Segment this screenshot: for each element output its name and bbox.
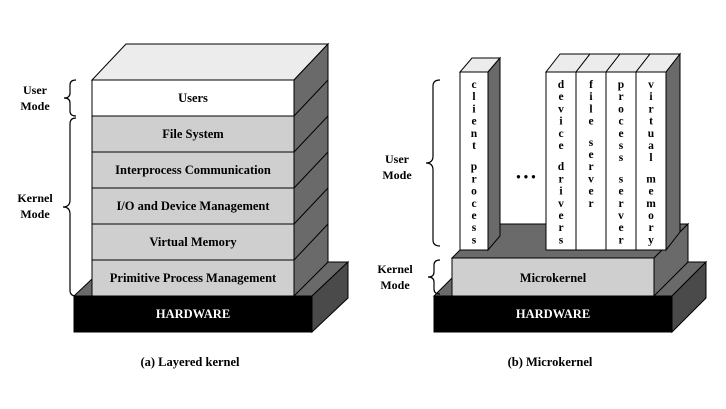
microkernel-caption: (b) Microkernel — [508, 355, 593, 369]
layer-io-device-management — [91, 187, 295, 225]
virtual-memory-side — [665, 52, 681, 252]
layer-interprocess-communication-label: Interprocess Communication — [115, 163, 271, 177]
layered-user-mode-label-2: Mode — [20, 99, 50, 113]
layer-primitive-process-management — [91, 259, 295, 297]
micro-hardware-label: HARDWARE — [516, 307, 590, 321]
layered-hardware-front — [73, 295, 313, 333]
micro-kernel-mode-label-2: Mode — [380, 278, 410, 292]
client-process-front — [459, 71, 489, 251]
client-process-side — [487, 56, 501, 252]
microkernel-label: Microkernel — [520, 271, 587, 285]
layered-kernel-mode-brace — [62, 117, 77, 297]
layered-kernel-mode-label-1: Kernel — [17, 191, 53, 205]
micro-kernel-mode-label-1: Kernel — [377, 262, 413, 276]
layered-caption: (a) Layered kernel — [140, 355, 240, 369]
layered-stack-top — [90, 43, 330, 81]
layer-users-label: Users — [178, 91, 208, 105]
layer-users — [91, 79, 295, 117]
microkernel-front — [451, 257, 655, 297]
layered-user-mode-label-1: User — [23, 83, 48, 97]
layered-side-divisions — [293, 79, 329, 261]
virtual-memory-front — [635, 71, 667, 251]
layer-io-device-management-label: I/O and Device Management — [116, 199, 270, 213]
ellipsis: • • • — [516, 170, 535, 184]
micro-kernel-mode-brace — [427, 259, 441, 295]
layer-virtual-memory-label: Virtual Memory — [149, 235, 237, 249]
file-server-front — [575, 71, 607, 251]
layer-file-system — [91, 115, 295, 153]
micro-hardware-front — [433, 295, 673, 333]
layer-primitive-process-management-label: Primitive Process Management — [110, 271, 277, 285]
layer-virtual-memory — [91, 223, 295, 261]
micro-user-mode-label-1: User — [385, 152, 410, 166]
micro-user-mode-brace — [425, 79, 441, 247]
layered-user-mode-brace — [63, 79, 77, 117]
process-server-front — [605, 71, 637, 251]
layered-kernel-diagram: HARDWARE Users File System Interprocess … — [17, 42, 350, 369]
micro-user-mode-label-2: Mode — [382, 168, 412, 182]
layer-interprocess-communication — [91, 151, 295, 189]
layer-file-system-label: File System — [162, 127, 224, 141]
layered-hardware-label: HARDWARE — [156, 307, 230, 321]
device-drivers-front — [545, 71, 577, 251]
layered-kernel-mode-label-2: Mode — [20, 207, 50, 221]
